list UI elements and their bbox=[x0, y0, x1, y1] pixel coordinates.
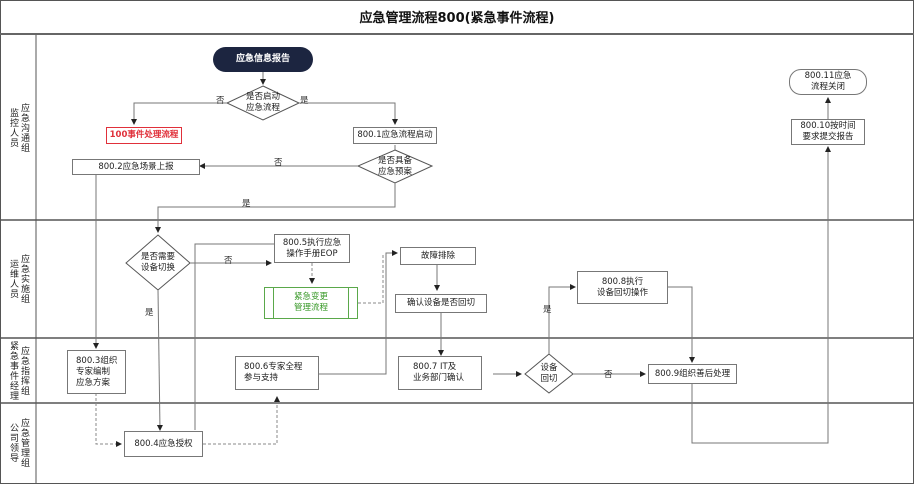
lane-role: 公司领导 bbox=[8, 423, 18, 463]
node-800-11[interactable]: 800.11应急 流程关闭 bbox=[789, 69, 867, 95]
edge-800-4-800-5 bbox=[194, 243, 274, 430]
edge-yes-switch bbox=[155, 183, 396, 233]
lane-label-command: 紧急事件经理 应急指挥组 bbox=[0, 338, 36, 403]
label-yes: 是 bbox=[543, 305, 552, 315]
edge-no-incident bbox=[131, 102, 227, 125]
node-800-5[interactable]: 800.5执行应急 操作手册EOP bbox=[274, 234, 350, 263]
label-yes: 是 bbox=[145, 308, 154, 318]
edge-800-6-troubleshoot bbox=[319, 250, 398, 375]
lane-group: 应急实施组 bbox=[19, 254, 29, 304]
node-troubleshoot[interactable]: 故障排除 bbox=[400, 247, 476, 265]
node-800-7[interactable]: 800.7 IT及 业务部门确认 bbox=[398, 356, 482, 390]
node-800-6[interactable]: 800.6专家全程 参与支持 bbox=[235, 356, 319, 390]
label-no: 否 bbox=[274, 158, 283, 168]
lane-group: 应急沟通组 bbox=[19, 102, 29, 153]
label-no: 否 bbox=[224, 256, 233, 266]
label-yes: 是 bbox=[242, 199, 251, 209]
lane-role: 运维人员 bbox=[8, 259, 18, 299]
lane-label-communication: 监控人员 应急沟通组 bbox=[0, 35, 36, 220]
diagram-title: 应急管理流程800(紧急事件流程) bbox=[0, 0, 914, 35]
node-800-10[interactable]: 800.10按时间 要求提交报告 bbox=[791, 119, 865, 145]
lane-label-implementation: 运维人员 应急实施组 bbox=[0, 220, 36, 338]
decision-need-switch[interactable]: 是否需要 设备切换 bbox=[140, 252, 175, 273]
node-800-9[interactable]: 800.9组织善后处理 bbox=[648, 364, 737, 384]
edge-yes-800-1 bbox=[299, 102, 398, 125]
lane-role: 紧急事件经理 bbox=[8, 340, 18, 401]
decision-switchback[interactable]: 设备 回切 bbox=[540, 363, 558, 384]
lane-label-management: 公司领导 应急管理组 bbox=[0, 403, 36, 483]
edge-change-troubleshoot bbox=[358, 253, 384, 304]
decision-switchback-shape bbox=[524, 353, 574, 394]
node-800-8[interactable]: 800.8执行 设备回切操作 bbox=[577, 271, 668, 304]
edge-yes-800-4 bbox=[156, 289, 163, 431]
edge-800-4-800-6 bbox=[203, 396, 280, 445]
node-800-2[interactable]: 800.2应急场景上报 bbox=[72, 159, 200, 175]
edge-800-3-800-4 bbox=[95, 393, 122, 447]
edge-yes-800-8 bbox=[548, 284, 576, 354]
label-yes: 是 bbox=[300, 96, 309, 106]
lane-group: 应急管理组 bbox=[19, 418, 29, 468]
label-no: 否 bbox=[604, 370, 613, 380]
label-no: 否 bbox=[216, 96, 225, 106]
edge-800-9-800-10 bbox=[691, 146, 831, 444]
node-800-3[interactable]: 800.3组织 专家编制 应急方案 bbox=[67, 350, 126, 394]
decision-has-plan[interactable]: 是否具备 应急预案 bbox=[377, 156, 412, 177]
start-node[interactable]: 应急信息报告 bbox=[213, 47, 313, 72]
decision-start-process[interactable]: 是否启动 应急流程 bbox=[245, 92, 280, 113]
lane-role: 监控人员 bbox=[8, 107, 18, 148]
node-confirm-switchback[interactable]: 确认设备是否回切 bbox=[395, 294, 487, 313]
lane-group: 应急指挥组 bbox=[19, 345, 29, 396]
edge-800-8-800-9 bbox=[668, 286, 695, 363]
node-800-1[interactable]: 800.1应急流程启动 bbox=[353, 127, 437, 144]
emergency-change-process[interactable]: 紧急变更 管理流程 bbox=[264, 287, 358, 319]
decision-start-shape bbox=[225, 85, 301, 121]
incident-process-link[interactable]: 100事件处理流程 bbox=[106, 127, 182, 144]
node-800-4[interactable]: 800.4应急授权 bbox=[124, 431, 203, 457]
